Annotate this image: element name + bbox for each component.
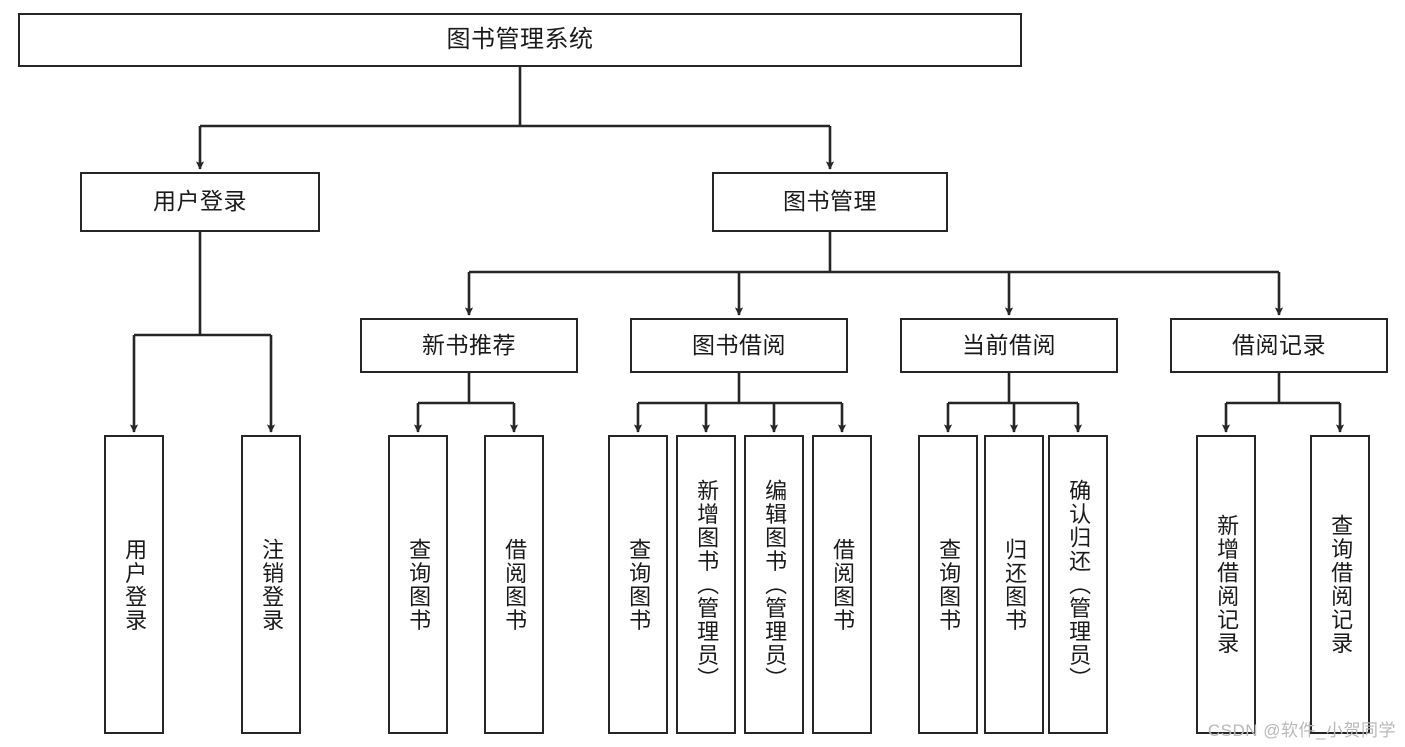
node-book-borrow-label: 图书借阅: [692, 331, 786, 358]
node-leaf-confirm-return-admin-label: 确认归还（管理员）: [1066, 478, 1092, 691]
node-leaf-query-book-recommend-label: 查询图书: [406, 537, 432, 632]
node-borrow-record-label: 借阅记录: [1232, 331, 1326, 358]
node-leaf-query-borrow-record-label: 查询借阅记录: [1328, 514, 1354, 655]
node-borrow-record[interactable]: 借阅记录: [1170, 318, 1388, 373]
node-leaf-borrow-book-borrow-label: 借阅图书: [830, 537, 856, 632]
node-leaf-logout[interactable]: 注销登录: [241, 435, 301, 734]
node-current-borrow-label: 当前借阅: [962, 331, 1056, 358]
node-leaf-query-borrow-record[interactable]: 查询借阅记录: [1310, 435, 1370, 734]
node-book-manage[interactable]: 图书管理: [712, 172, 948, 232]
node-leaf-borrow-book-borrow[interactable]: 借阅图书: [812, 435, 872, 734]
node-root-label: 图书管理系统: [446, 25, 594, 53]
node-leaf-borrow-book-recommend-label: 借阅图书: [502, 537, 528, 632]
node-leaf-add-borrow-record-label: 新增借阅记录: [1214, 514, 1240, 655]
node-current-borrow[interactable]: 当前借阅: [900, 318, 1118, 373]
node-new-book-recommend[interactable]: 新书推荐: [360, 318, 578, 373]
node-leaf-borrow-book-recommend[interactable]: 借阅图书: [484, 435, 544, 734]
node-leaf-query-book-current-label: 查询图书: [936, 537, 962, 632]
node-leaf-return-book[interactable]: 归还图书: [984, 435, 1044, 734]
node-leaf-confirm-return-admin[interactable]: 确认归还（管理员）: [1048, 435, 1108, 734]
node-leaf-query-book-recommend[interactable]: 查询图书: [388, 435, 448, 734]
node-leaf-query-book-borrow[interactable]: 查询图书: [608, 435, 668, 734]
node-leaf-edit-book-admin-label: 编辑图书（管理员）: [762, 478, 788, 691]
node-leaf-edit-book-admin[interactable]: 编辑图书（管理员）: [744, 435, 804, 734]
node-leaf-user-login-label: 用户登录: [122, 537, 148, 632]
csdn-watermark: CSDN @软件_小贺同学: [1207, 721, 1396, 740]
node-leaf-add-book-admin-label: 新增图书（管理员）: [694, 478, 720, 691]
node-leaf-add-book-admin[interactable]: 新增图书（管理员）: [676, 435, 736, 734]
node-leaf-add-borrow-record[interactable]: 新增借阅记录: [1196, 435, 1256, 734]
node-book-manage-label: 图书管理: [783, 188, 877, 215]
node-user-login-label: 用户登录: [153, 188, 247, 215]
node-leaf-user-login[interactable]: 用户登录: [104, 435, 164, 734]
node-user-login[interactable]: 用户登录: [80, 172, 320, 232]
node-leaf-query-book-borrow-label: 查询图书: [626, 537, 652, 632]
node-book-borrow[interactable]: 图书借阅: [630, 318, 848, 373]
node-leaf-return-book-label: 归还图书: [1002, 537, 1028, 632]
node-leaf-query-book-current[interactable]: 查询图书: [918, 435, 978, 734]
node-new-book-recommend-label: 新书推荐: [422, 331, 516, 358]
node-leaf-logout-label: 注销登录: [259, 537, 285, 632]
node-root[interactable]: 图书管理系统: [18, 13, 1022, 67]
